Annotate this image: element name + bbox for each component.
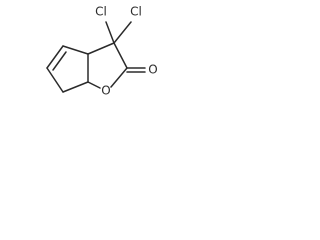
bond-c5-c6 — [46, 67, 64, 93]
bond-c3a-c3 — [87, 42, 115, 55]
bond-c2-o1 — [110, 67, 128, 88]
bond-o1-c6a — [87, 81, 101, 89]
bond-c3-cl-right — [113, 21, 132, 44]
chlorine-label-right: Cl — [130, 5, 142, 19]
bond-c3a-c4 — [62, 45, 89, 55]
bond-c3-cl-left — [105, 21, 115, 44]
bond-c4-c5 — [46, 45, 64, 69]
carbonyl-oxygen-label: O — [148, 63, 157, 77]
bond-c6-c6a — [62, 81, 89, 93]
chemical-structure-diagram: Cl Cl O O — [0, 0, 176, 122]
bond-c4-c5-double — [52, 51, 67, 71]
structure-svg: Cl Cl O O — [46, 5, 158, 98]
chlorine-label-left: Cl — [95, 5, 107, 19]
ring-oxygen-label: O — [101, 84, 110, 98]
bond-c3-c2 — [113, 42, 128, 69]
